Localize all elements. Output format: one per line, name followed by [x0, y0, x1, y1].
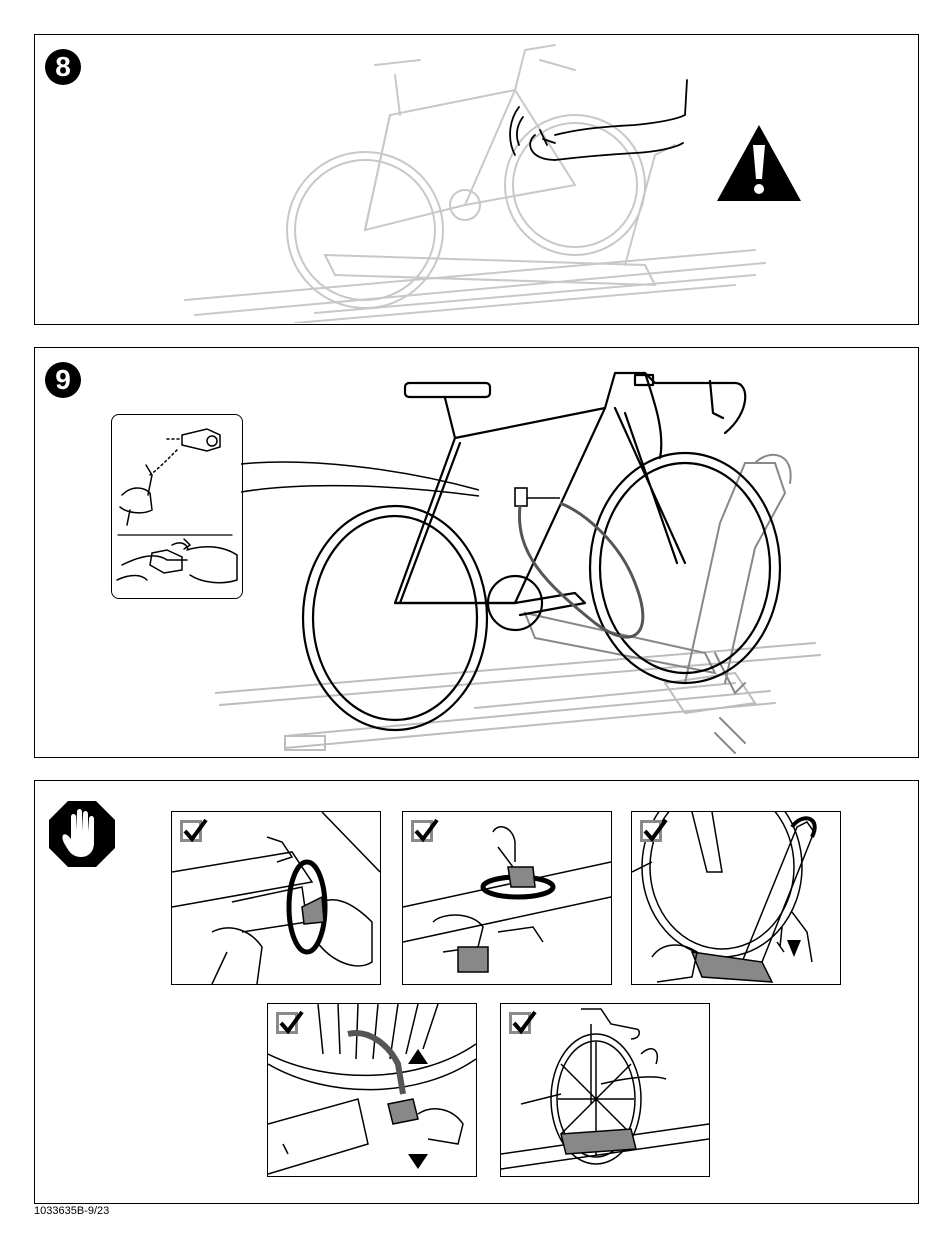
step-9-bike-illustration: [215, 353, 875, 758]
checkmark-icon: [276, 1012, 298, 1034]
step-9-panel: 9: [34, 347, 919, 758]
checkmark-icon: [180, 820, 202, 842]
checkmark-icon: [411, 820, 433, 842]
step-9-number: 9: [45, 362, 81, 398]
step-8-panel: 8: [34, 34, 919, 325]
check-4-inset: [267, 1003, 477, 1177]
final-checks-panel: [34, 780, 919, 1204]
check-3-inset: [631, 811, 841, 985]
checkmark-icon: [640, 820, 662, 842]
warning-triangle-icon: [715, 123, 803, 203]
stop-hand-icon: [47, 799, 117, 869]
check-1-inset: [171, 811, 381, 985]
document-code: 1033635B-9/23: [34, 1205, 109, 1217]
check-5-inset: [500, 1003, 710, 1177]
checkmark-icon: [509, 1012, 531, 1034]
check-2-inset: [402, 811, 612, 985]
